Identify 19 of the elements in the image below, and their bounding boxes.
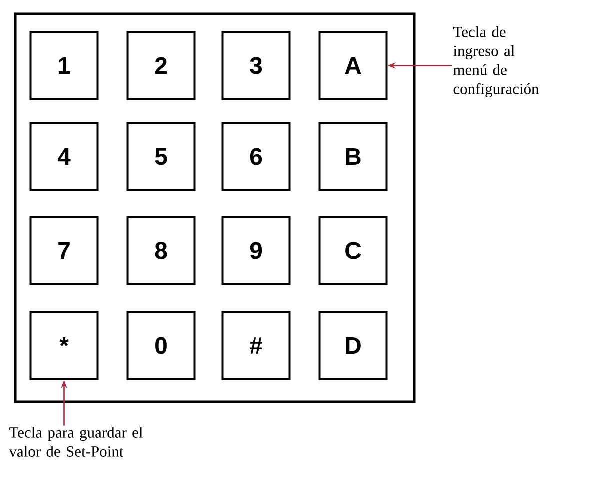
key: 7 — [30, 216, 99, 286]
key: 8 — [126, 216, 196, 286]
key: 2 — [126, 31, 196, 100]
key: D — [318, 311, 388, 380]
key: B — [318, 122, 388, 192]
key: 0 — [126, 311, 196, 380]
key: # — [222, 311, 291, 380]
key: 9 — [222, 216, 291, 286]
key: 1 — [30, 31, 99, 100]
key: C — [318, 216, 388, 286]
key: A — [318, 31, 388, 100]
key: 3 — [222, 31, 291, 100]
key: 4 — [30, 122, 99, 192]
key: * — [30, 311, 99, 380]
keypad-frame — [14, 12, 416, 404]
key: 6 — [222, 122, 291, 192]
annotation-text: Tecla para guardar el valor de Set-Point — [9, 427, 143, 457]
key: 5 — [126, 122, 196, 192]
annotation-text: Tecla de ingreso al menú de configuración — [453, 26, 540, 98]
